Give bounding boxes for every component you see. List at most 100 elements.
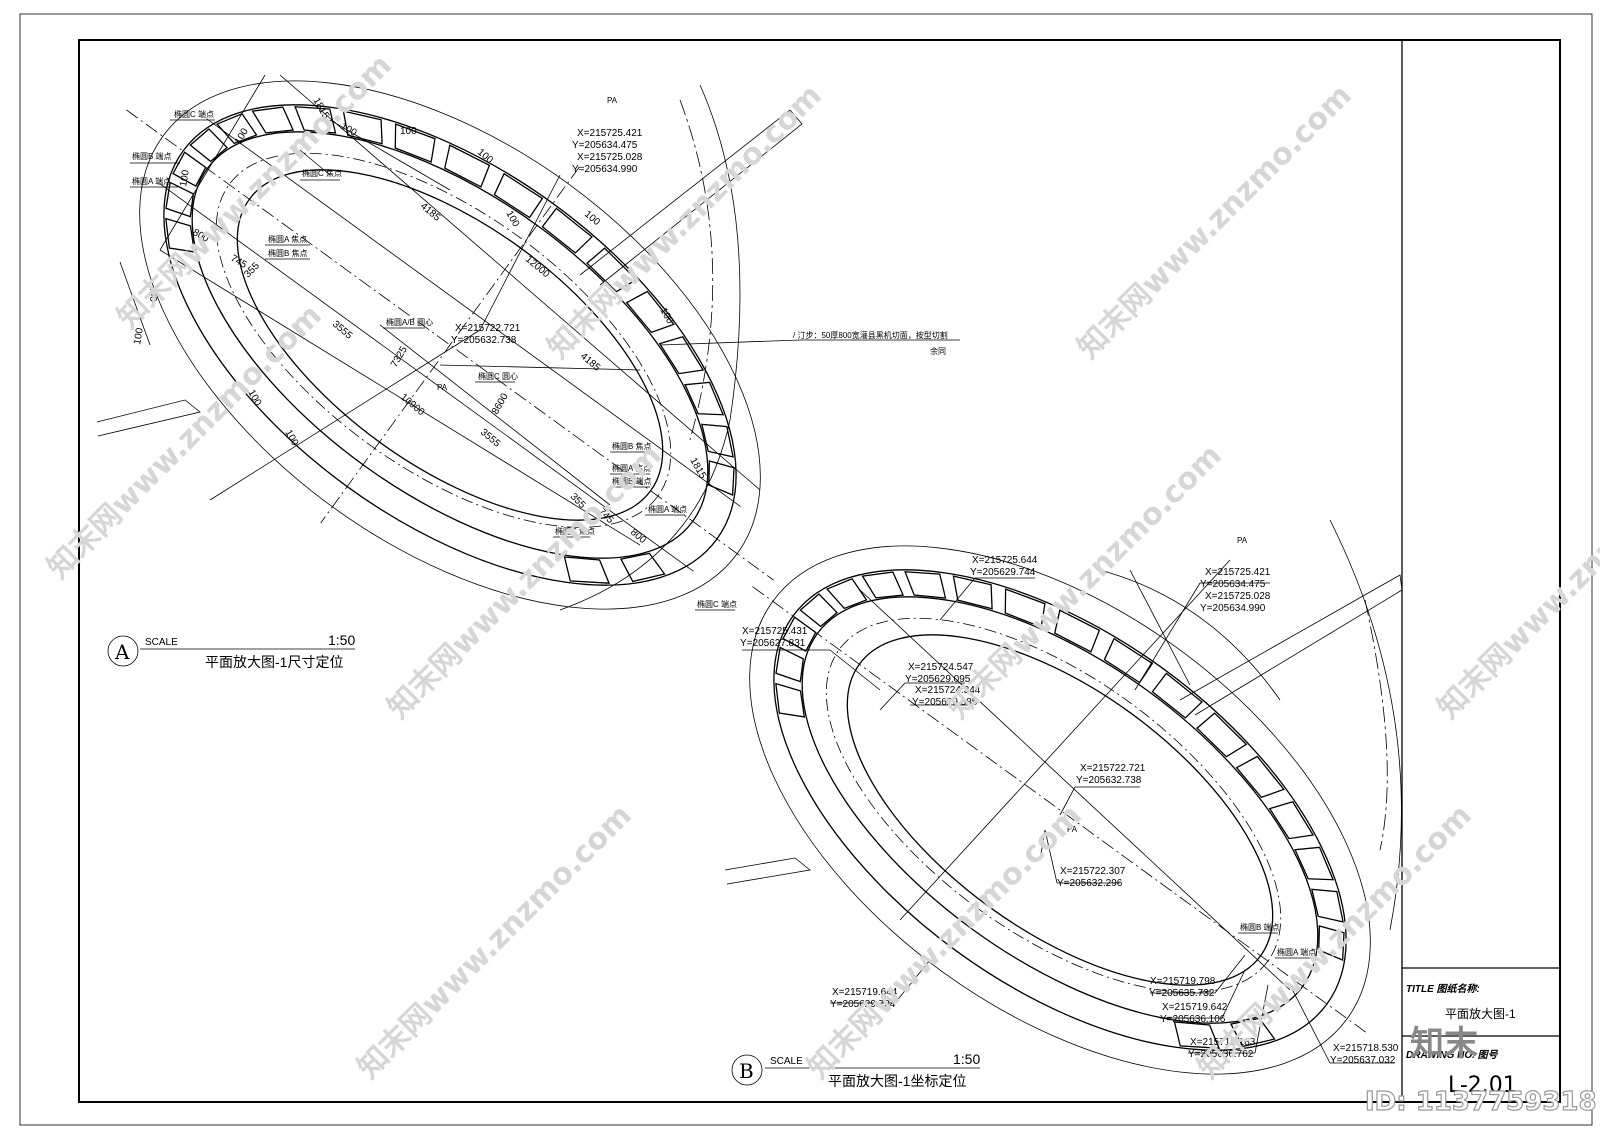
stepping-stone <box>861 571 905 599</box>
b-coord-12: X=215722.721 <box>1080 763 1146 774</box>
dim-100-g: 100 <box>147 285 158 302</box>
dim-100-l: 100 <box>282 428 300 448</box>
watermark-text: 知末网www.znzmo.com <box>1431 438 1600 726</box>
label-a-endpoint-bottom: 椭圆A 端点 <box>648 504 687 514</box>
panel-a-path-edge-left <box>96 399 201 437</box>
panel-b-marker: B <box>739 1059 754 1083</box>
watermark-text: 知末网www.znzmo.com <box>41 298 329 586</box>
dim-4185-bottom: 4185 <box>578 351 602 374</box>
pa-center-label: PA <box>437 383 448 392</box>
top-coord-1: X=215725.421 <box>577 128 643 139</box>
label-b-endpoint-bottom: 椭圆B 端点 <box>612 476 652 486</box>
dim-100-a: 100 <box>233 126 251 146</box>
panel-b-plan <box>749 545 1371 1075</box>
panel-a-arc-1 <box>559 84 741 611</box>
stepping-stone <box>165 217 196 253</box>
stepping-stone <box>684 381 725 416</box>
title-block-drawing-name: 平面放大图-1 <box>1445 1006 1516 1021</box>
stepping-stone <box>619 552 666 583</box>
stepping-stone <box>216 113 258 145</box>
b-coord-8: X=215724.547 <box>908 662 974 673</box>
b-pa-center: PA <box>1067 825 1078 834</box>
dim-100-e: 100 <box>582 209 602 228</box>
panel-b-path-edge-left <box>724 857 811 885</box>
b-coord-9: Y=205629.095 <box>905 674 971 685</box>
dim-4185-top: 4185 <box>418 201 442 224</box>
stepping-stone <box>1004 588 1046 628</box>
panel-b-texts: PA PA X=215725.644 Y=205629.744 X=215725… <box>731 536 1399 1089</box>
b-coord-0: X=215725.644 <box>972 555 1038 566</box>
stepping-stone <box>586 247 638 293</box>
watermark-text: 知末网www.znzmo.com <box>111 48 399 336</box>
label-a-focus-bottom: 椭圆A 焦点 <box>612 463 651 473</box>
b-pa-top: PA <box>1237 536 1248 545</box>
dim-1815-bottom: 1815 <box>687 456 708 481</box>
label-c-endpoint-top: 椭圆C 端点 <box>174 109 214 119</box>
panel-b-arc-3 <box>1364 599 1388 851</box>
dim-100-c: 100 <box>400 126 417 137</box>
stepping-stones-a <box>165 106 735 584</box>
panel-a-scale-value: 1:50 <box>328 632 355 648</box>
panel-a-path-edge-upper <box>579 109 803 286</box>
dim-800-bottom: 800 <box>628 527 648 546</box>
stepping-stone <box>541 207 593 254</box>
panel-a-plan <box>126 80 774 610</box>
dim-10900: 10900 <box>398 392 427 419</box>
b-label-a-endpoint: 椭圆A 端点 <box>1277 947 1316 957</box>
stepping-stone <box>826 578 868 610</box>
b-coord-23: Y=205636.762 <box>1188 1049 1254 1060</box>
panel-b-title: 平面放大图-1坐标定位 <box>828 1073 966 1089</box>
b-coord-17: Y=205629.734 <box>830 999 896 1010</box>
watermark-text: 知末网www.znzmo.com <box>381 438 669 726</box>
panel-b-marker-circle <box>731 1054 763 1086</box>
title-block-drawing-no-label: DRAWING NO. 图号 <box>1406 1049 1499 1061</box>
panel-b-leaders <box>742 559 1395 1064</box>
b-coord-11: Y=205629.385 <box>912 697 978 708</box>
panel-a-dim-lines <box>119 74 801 546</box>
center-coord-x: X=215722.721 <box>455 323 521 334</box>
label-b-endpoint-top: 椭圆B 端点 <box>132 151 172 161</box>
watermark-logo: 知末 <box>1410 1024 1478 1064</box>
stepping-stone <box>1294 846 1335 881</box>
note-line-1: / 汀步：50厚800宽灌县黑机切面，按型切割 <box>793 330 948 340</box>
panel-a-leaders <box>130 119 960 611</box>
dim-100-h: 100 <box>132 327 146 346</box>
b-coord-18: X=215719.798 <box>1150 976 1216 987</box>
stepping-stone <box>563 556 611 584</box>
watermark-text: 知末网www.znzmo.com <box>351 798 639 1086</box>
b-coord-3: Y=205634.475 <box>1200 579 1266 590</box>
dim-100-d: 100 <box>475 147 495 166</box>
top-coord-2: Y=205634.475 <box>572 140 638 151</box>
b-coord-7: Y=205627.831 <box>740 638 806 649</box>
panel-b-arc-1 <box>1329 519 1402 931</box>
stepping-stone <box>493 172 544 219</box>
b-coord-25: Y=205637.032 <box>1330 1055 1396 1066</box>
b-label-b-endpoint: 椭圆B 端点 <box>1240 922 1280 932</box>
label-b-focus-bottom: 椭圆B 焦点 <box>612 441 652 451</box>
stepping-stone <box>1229 1017 1276 1048</box>
stepping-stone <box>952 575 993 610</box>
b-coord-21: Y=205636.106 <box>1160 1014 1226 1025</box>
stepping-stone <box>1173 1021 1221 1049</box>
b-coord-14: X=215722.307 <box>1060 866 1126 877</box>
stepping-stone <box>251 106 295 134</box>
dim-100-f: 100 <box>178 169 192 188</box>
stepping-stone <box>1268 801 1315 840</box>
b-coord-16: X=215719.644 <box>832 987 898 998</box>
stepping-stones-b <box>775 571 1345 1049</box>
drawing-frame <box>78 39 1561 1103</box>
b-coord-5: Y=205634.990 <box>1200 603 1266 614</box>
label-a-endpoint-top: 椭圆A 端点 <box>132 176 171 186</box>
stepping-stone <box>625 290 675 334</box>
sheet-outer-border <box>19 13 1593 1126</box>
stepping-stone <box>1311 888 1344 923</box>
title-block-drawing-no: L-2.01 <box>1448 1073 1517 1098</box>
dim-7325: 7325 <box>389 344 410 369</box>
title-block: TITLE 图纸名称: 平面放大图-1 DRAWING NO. 图号 L-2.0… <box>1406 983 1517 1098</box>
panel-a-marker: A <box>114 640 130 664</box>
center-coord-y: Y=205632.738 <box>451 335 517 346</box>
dim-8600: 8600 <box>490 391 511 416</box>
stepping-stone <box>189 128 228 163</box>
stepping-stone <box>444 144 491 188</box>
label-c-center: 椭圆C 圆心 <box>478 371 518 381</box>
